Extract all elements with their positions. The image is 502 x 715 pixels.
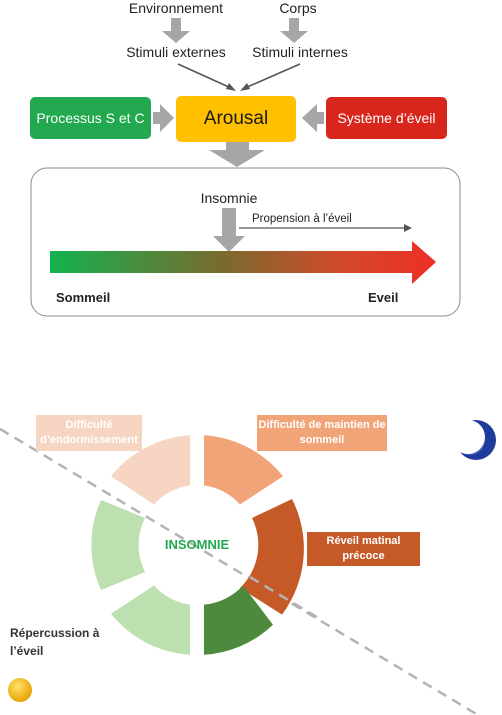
sun-icon xyxy=(8,678,32,702)
process-s-and-c-label: Processus S et C xyxy=(36,110,145,126)
sleep-end-label: Sommeil xyxy=(56,290,111,305)
tag-maintenance-difficulty-label: Difficulté de maintien de sommeil xyxy=(258,419,386,446)
dashed-day-night-line xyxy=(0,427,479,715)
moon-icon xyxy=(451,420,496,460)
arrow-arousal-down-icon xyxy=(209,142,265,167)
segment-dark-green xyxy=(204,585,273,655)
segment-onset xyxy=(111,435,190,505)
process-s-and-c-box: Processus S et C xyxy=(30,97,151,139)
arousal-label: Arousal xyxy=(203,108,269,129)
arrowhead-internal-icon xyxy=(240,83,250,91)
tag-early-waking: Réveil matinal précoce xyxy=(307,532,420,566)
tag-onset-difficulty-label: Difficulté d’endormissement xyxy=(40,419,138,446)
top-arrows-layer xyxy=(30,18,461,317)
daytime-repercussion-label: Répercussion à l’éveil xyxy=(10,626,100,658)
arrow-wake-to-arousal-icon xyxy=(302,104,324,132)
arrow-insomnia-down-icon xyxy=(213,208,245,252)
segment-early-waking xyxy=(240,499,304,615)
segment-light-green-left xyxy=(91,500,145,590)
source-environment-label: Environnement xyxy=(128,0,224,16)
tag-onset-difficulty: Difficulté d’endormissement xyxy=(36,415,142,451)
arrow-external-to-arousal xyxy=(177,63,232,89)
insomnia-center-label: INSOMNIE xyxy=(164,537,230,552)
wake-end-label: Eveil xyxy=(368,290,399,305)
arrow-body-down-icon xyxy=(280,18,308,43)
segment-light-green-bottom xyxy=(111,585,190,655)
arousal-box: Arousal xyxy=(176,96,296,142)
tag-early-waking-label: Réveil matinal précoce xyxy=(326,535,401,562)
segment-maintenance xyxy=(204,435,283,505)
propensity-label: Propension à l’éveil xyxy=(252,213,352,225)
arrow-process-to-arousal-icon xyxy=(153,104,174,132)
tag-maintenance-difficulty: Difficulté de maintien de sommeil xyxy=(257,415,387,451)
scale-frame xyxy=(30,167,461,317)
arrow-environment-down-icon xyxy=(162,18,190,43)
arrow-internal-to-arousal xyxy=(244,63,301,89)
internal-stimuli-label: Stimuli internes xyxy=(252,44,348,60)
arrowhead-external-icon xyxy=(226,83,236,91)
source-body-label: Corps xyxy=(279,0,317,16)
wake-system-label: Système d’éveil xyxy=(337,110,436,126)
propensity-arrowhead-icon xyxy=(404,224,412,232)
sleep-wake-gradient-arrow xyxy=(50,241,436,284)
insomnia-label: Insomnie xyxy=(200,190,258,206)
dashed-line-overlay xyxy=(249,575,321,621)
wake-system-box: Système d’éveil xyxy=(326,97,447,139)
insomnia-donut xyxy=(91,435,304,655)
external-stimuli-label: Stimuli externes xyxy=(126,44,226,60)
insomnia-wheel-diagram xyxy=(0,420,496,715)
